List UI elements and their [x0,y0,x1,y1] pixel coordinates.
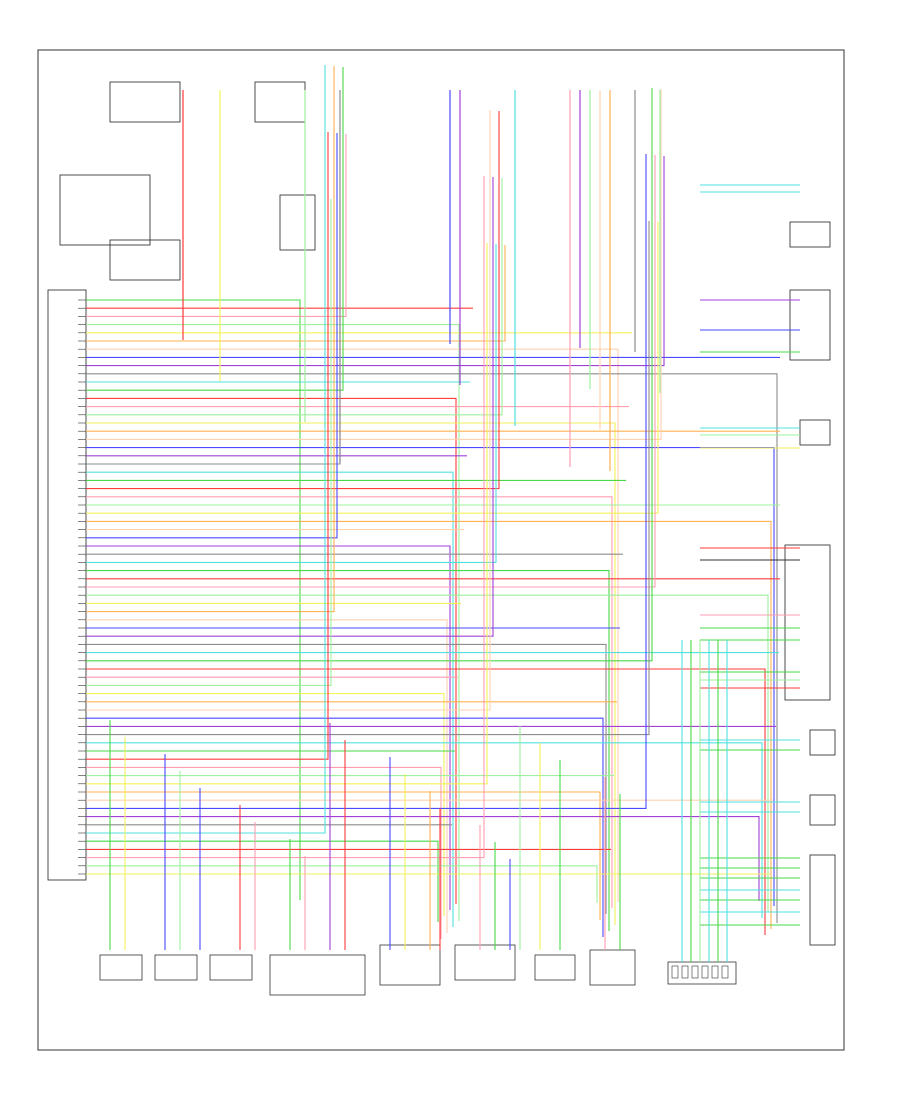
sensor-box-2 [154,954,198,981]
wire [86,397,457,904]
wire [86,348,619,902]
wire [86,594,769,912]
wire [86,619,448,933]
top-components [59,81,836,946]
connector-pin [721,965,729,979]
wire [86,840,439,922]
wire [86,245,506,342]
ecu-module [47,289,87,881]
wire-harness [86,65,800,962]
wire [86,111,500,490]
wire [86,244,497,563]
wire [86,221,650,736]
wire [86,177,494,637]
wire [86,178,503,416]
wire [86,717,604,937]
wire [86,132,329,760]
sensor-box-1 [99,954,143,981]
wire [86,324,460,921]
wire [86,110,491,711]
wire [86,471,454,927]
wire [86,65,326,834]
wire [86,67,344,391]
sensor-box-7 [534,954,576,981]
wire [86,299,301,900]
connector-pin [691,965,699,979]
connector-pin [681,965,689,979]
wire [86,791,601,920]
wire [86,865,598,903]
sensor-box-3 [209,954,253,981]
wire [86,496,613,908]
wire [86,643,607,914]
wire [86,66,335,613]
wire [86,243,488,785]
sensor-box-6 [454,944,516,981]
sensor-box-4 [269,954,366,996]
wire [86,176,485,859]
connector-pin [701,965,709,979]
connector-pin [671,965,679,979]
wire [86,89,662,440]
wire [86,154,647,809]
wire [86,156,665,367]
sensor-box-8 [589,949,636,986]
connector-pin [711,965,719,979]
connector-stubs [671,965,729,979]
wire [86,133,338,539]
wire [86,199,332,686]
wire [86,520,772,929]
wire [86,570,610,931]
diagram-frame [37,49,845,1051]
sensor-box-5 [379,944,441,986]
wire [86,155,656,588]
wire [86,668,766,935]
wire [86,545,451,910]
wire [86,422,616,925]
wire [86,742,763,918]
bottom-components [99,944,737,996]
ecu-pin-labels [78,299,86,875]
wire [86,88,653,662]
wire [86,222,659,514]
wire [86,134,347,317]
wire [86,766,442,939]
wire [86,693,445,916]
wire [86,816,760,901]
